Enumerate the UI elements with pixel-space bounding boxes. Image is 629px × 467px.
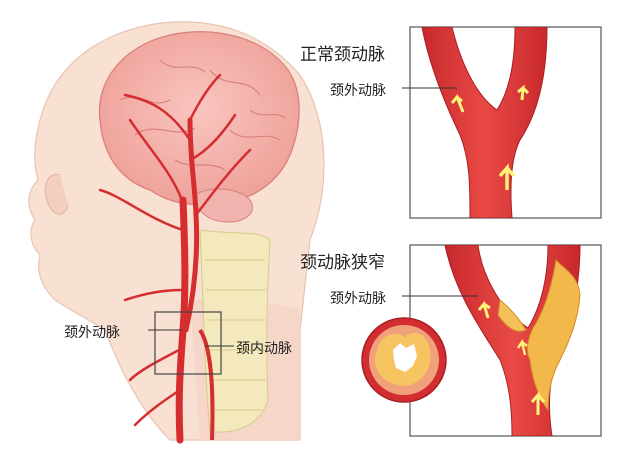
artery-branches	[98, 73, 252, 427]
left-internal-carotid-label: 颈内动脉	[236, 341, 292, 357]
flow-arrow-1	[450, 94, 465, 113]
normal-external-carotid-label: 颈外动脉	[330, 83, 386, 99]
ear	[44, 173, 69, 215]
brain	[98, 31, 300, 206]
flow-arrow-4	[477, 300, 491, 319]
carotid-trunk	[175, 196, 189, 444]
normal-carotid-title: 正常颈动脉	[300, 45, 385, 65]
stenosis-title: 颈动脉狭窄	[300, 253, 385, 273]
stenosis-external-carotid-label: 颈外动脉	[330, 291, 386, 307]
left-arteries	[98, 73, 252, 444]
normal-panel	[402, 26, 602, 219]
flow-arrow-5	[530, 390, 546, 415]
normal-artery	[421, 27, 548, 218]
flow-arrow-2	[517, 84, 530, 101]
plaque	[526, 258, 581, 412]
flow-arrow-3	[498, 163, 516, 190]
zoom-box	[154, 311, 222, 375]
cervical-spine	[199, 229, 271, 433]
flow-arrow-6	[516, 338, 528, 356]
cross-section	[361, 317, 447, 403]
cross-section-lumen	[393, 343, 417, 372]
left-external-carotid-label: 颈外动脉	[64, 325, 120, 341]
plaque-left	[497, 299, 527, 332]
